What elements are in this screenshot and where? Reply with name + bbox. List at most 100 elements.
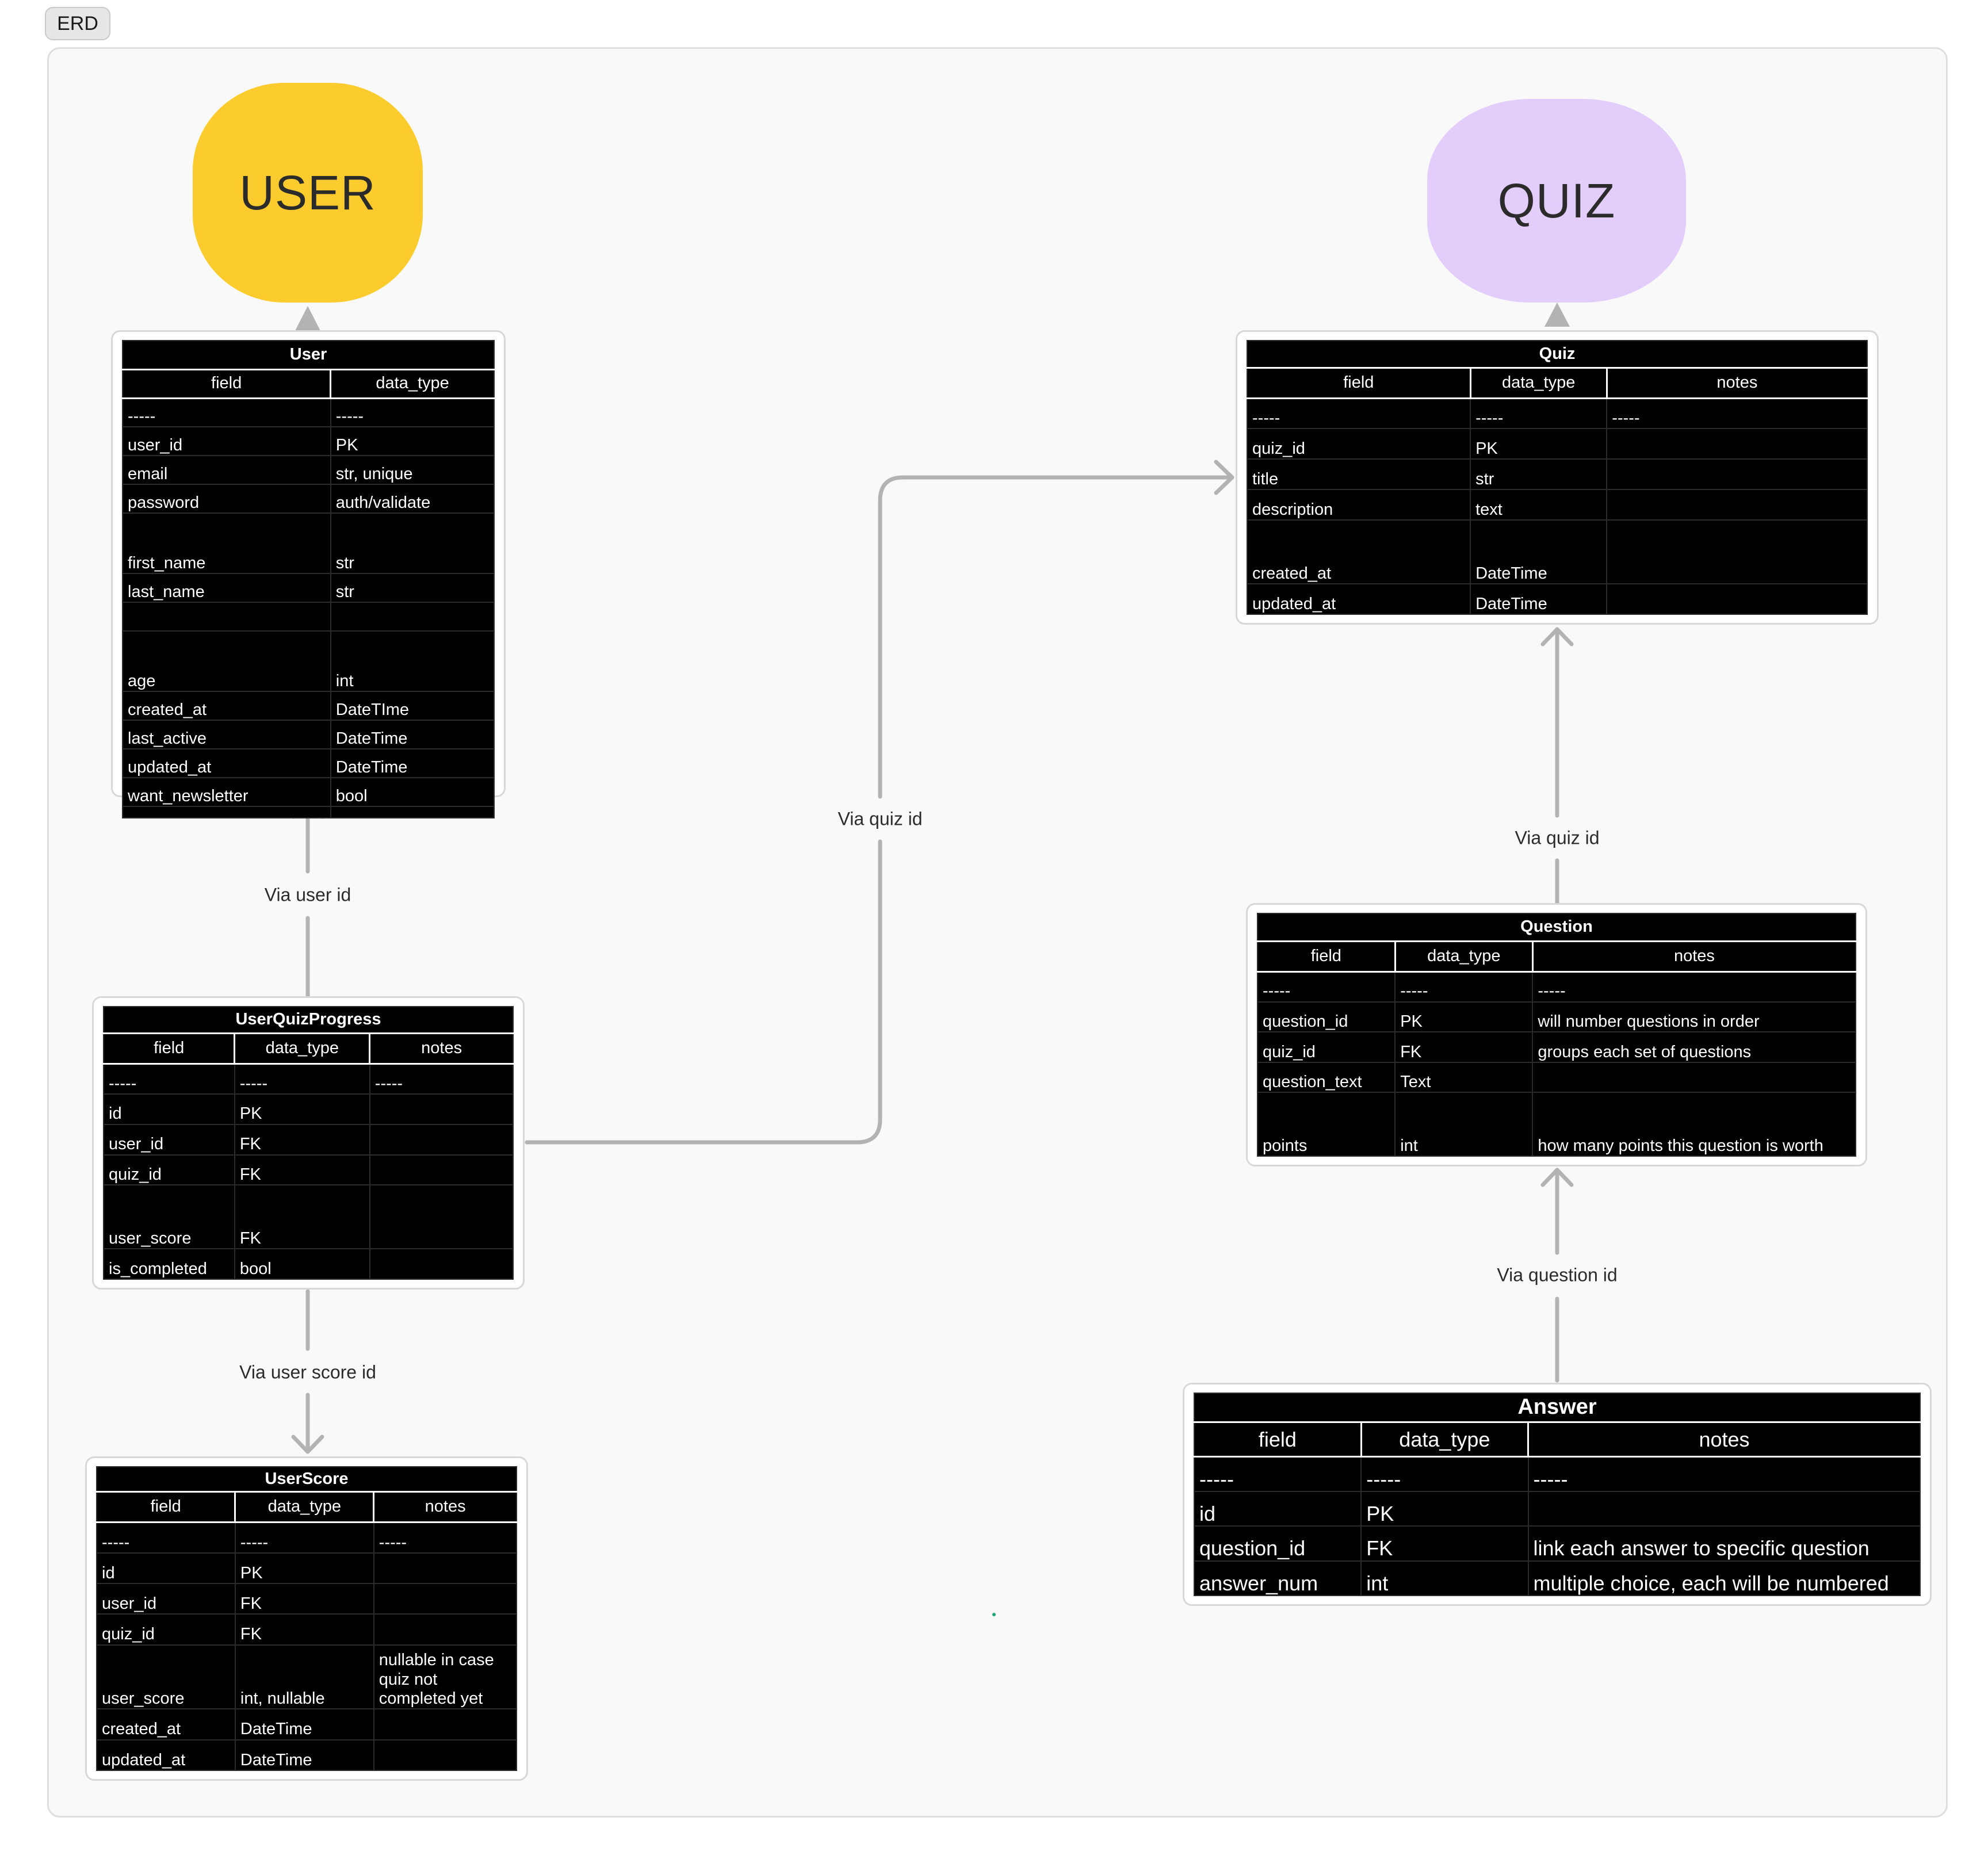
- table-cell: user_id: [122, 426, 331, 456]
- table-cell: groups each set of questions: [1532, 1031, 1856, 1063]
- user-entity-shape[interactable]: USER: [193, 83, 423, 303]
- table-cell: str: [1470, 458, 1608, 491]
- via-user-score-id-label: Via user score id: [234, 1358, 382, 1387]
- column-header: data_type: [1360, 1421, 1529, 1458]
- table-cell: created_at: [122, 691, 331, 721]
- table-cell: FK: [234, 1583, 374, 1615]
- table-cell: -----: [369, 1063, 514, 1095]
- column-header: notes: [1605, 367, 1868, 400]
- question-quiz-arrowhead: [1540, 627, 1574, 647]
- table-row: ---------------: [1256, 971, 1856, 1003]
- table-cell: password: [122, 484, 331, 514]
- table-cell: -----: [1246, 397, 1471, 430]
- column-header: data_type: [1469, 367, 1608, 400]
- table-cell: [369, 1248, 514, 1280]
- table-cell: created_at: [96, 1708, 236, 1741]
- table-cell: PK: [234, 1093, 370, 1125]
- table-cell: [1532, 1061, 1856, 1093]
- table-row: [122, 602, 495, 632]
- quiz-entity-shape[interactable]: QUIZ: [1427, 99, 1686, 303]
- table-cell: int: [1360, 1560, 1529, 1597]
- table-cell: [373, 1583, 518, 1615]
- quiz-shape-arrowhead: [1544, 303, 1570, 327]
- board-tab[interactable]: ERD: [45, 7, 110, 40]
- table-cell: Text: [1394, 1061, 1534, 1093]
- table-cell: [369, 1123, 514, 1156]
- table-cell: created_at: [1246, 519, 1471, 585]
- table-title: User: [122, 340, 495, 370]
- table-cell: FK: [234, 1123, 370, 1156]
- column-header: data_type: [234, 1491, 374, 1524]
- table-cell: -----: [1527, 1456, 1921, 1492]
- via-question-id-label: Via question id: [1491, 1261, 1623, 1290]
- table-cell: [369, 1093, 514, 1125]
- table-cell: id: [1193, 1490, 1362, 1527]
- table-cell: bool: [330, 777, 495, 807]
- table-cell: -----: [1532, 971, 1856, 1003]
- table-cell: answer_num: [1193, 1560, 1362, 1597]
- table-cell: auth/validate: [330, 484, 495, 514]
- table-cell: str, unique: [330, 455, 495, 485]
- column-header: data_type: [1394, 940, 1534, 973]
- table-cell: user_id: [96, 1583, 236, 1615]
- via-user-id-label: Via user id: [258, 881, 357, 909]
- table-cell: [373, 1708, 518, 1741]
- table-cell: question_id: [1256, 1001, 1396, 1033]
- column-header: notes: [1527, 1421, 1921, 1458]
- table-cell: [1606, 428, 1868, 460]
- table-cell: user_score: [103, 1184, 235, 1250]
- table-cell: str: [330, 573, 495, 603]
- column-header: field: [96, 1491, 236, 1524]
- table-cell: DateTime: [234, 1708, 374, 1741]
- table-cell: int: [330, 630, 495, 692]
- table-row: ---------------: [1193, 1456, 1921, 1492]
- table-cell: [1606, 583, 1868, 615]
- table-cell: nullable in case quiz not completed yet: [373, 1644, 518, 1710]
- table-cell: updated_at: [122, 748, 331, 778]
- table-cell: id: [96, 1552, 236, 1585]
- column-header: field: [1256, 940, 1396, 973]
- table-cell: DateTIme: [330, 691, 495, 721]
- table-title: UserScore: [96, 1466, 517, 1493]
- table-cell: -----: [234, 1521, 374, 1554]
- table-cell: DateTime: [234, 1739, 374, 1772]
- table-cell: user_score: [96, 1644, 236, 1710]
- table-title: UserQuizProgress: [103, 1005, 514, 1034]
- table-row: ---------------: [103, 1063, 514, 1095]
- table-cell: -----: [96, 1521, 236, 1554]
- table-row: ----------: [122, 397, 495, 427]
- answer-question-arrowhead: [1540, 1168, 1574, 1187]
- table-cell: PK: [234, 1552, 374, 1585]
- table-cell: -----: [122, 397, 331, 427]
- table-cell: FK: [234, 1613, 374, 1646]
